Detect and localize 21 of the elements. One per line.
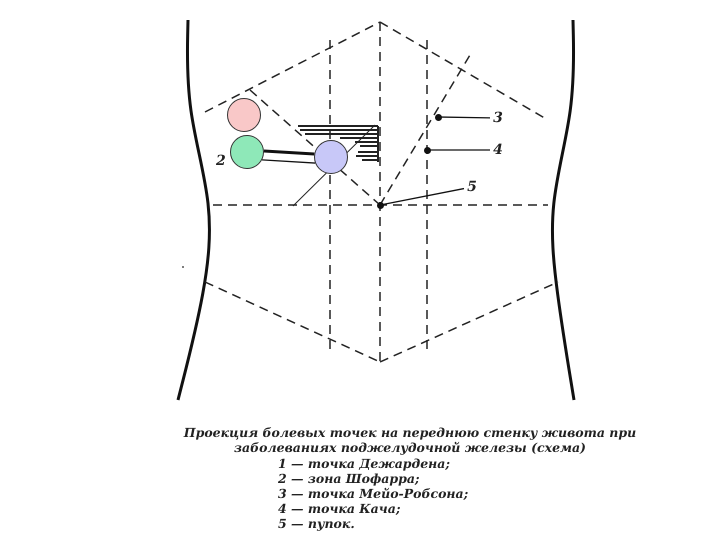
callout-number: 2	[216, 154, 226, 169]
legend-line: 4 — точка Кача;	[278, 501, 400, 516]
leader-line	[264, 150, 314, 156]
callout-number: 3	[490, 109, 506, 127]
navel-dot	[376, 202, 384, 208]
pain-point-circle	[227, 98, 261, 132]
point-dot	[424, 146, 430, 154]
point-dot	[434, 114, 442, 120]
leader-line	[262, 159, 316, 164]
leader-line	[430, 149, 490, 151]
leader-line	[383, 188, 464, 205]
legend-line: 2 — зона Шофарра;	[278, 471, 420, 486]
callout-number: 5	[464, 178, 480, 196]
pain-zone-circle	[230, 135, 264, 169]
pain-point-circle	[314, 140, 348, 174]
callout-number: 4	[490, 141, 506, 159]
legend-line: 1 — точка Дежардена;	[278, 456, 450, 471]
legend-line: 5 — пупок.	[278, 516, 355, 531]
leader-line	[441, 116, 490, 119]
caption: Проекция болевых точек на переднюю стенку живота при заболеваниях поджелудочной железы (схема)	[182, 425, 638, 455]
legend-line: 3 — точка Мейо-Робсона;	[278, 486, 468, 501]
